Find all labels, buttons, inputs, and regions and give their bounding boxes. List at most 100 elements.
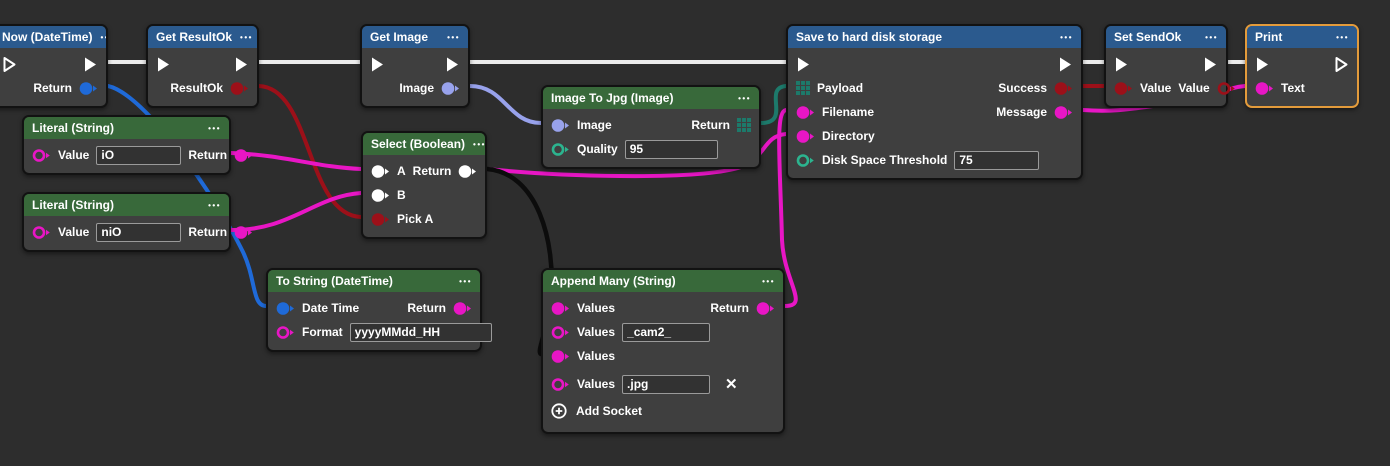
port-image-to-jpg-image-in[interactable] — [551, 118, 570, 133]
node-get-image[interactable]: Get Image••• Image — [360, 24, 470, 108]
node-menu-button[interactable]: ••• — [1205, 32, 1218, 42]
delete-socket-button[interactable]: ✕ — [725, 375, 738, 393]
port-literal-string-2-return-out[interactable] — [234, 225, 253, 240]
port-label: Text — [1281, 81, 1305, 95]
exec-row — [1247, 52, 1357, 76]
port-append-many-string-values-in[interactable] — [551, 301, 570, 316]
node-header: Select (Boolean)••• — [363, 133, 485, 155]
port-now-datetime-return-out[interactable] — [79, 81, 98, 96]
port-to-string-datetime-return-out[interactable] — [453, 301, 472, 316]
node-menu-button[interactable]: ••• — [1336, 32, 1349, 42]
wire-select-return-to-save-directory — [485, 132, 788, 179]
node-menu-button[interactable]: ••• — [762, 276, 775, 286]
exec-in-pin[interactable] — [1255, 55, 1270, 74]
port-select-boolean-a-in[interactable] — [371, 164, 390, 179]
port-append-many-string-values-in[interactable] — [551, 349, 570, 364]
field-quality-input[interactable] — [624, 139, 718, 159]
node-menu-button[interactable]: ••• — [240, 32, 253, 42]
port-literal-string-1-value-in[interactable] — [32, 148, 51, 163]
port-get-image-image-out[interactable] — [441, 81, 460, 96]
node-menu-button[interactable]: ••• — [473, 139, 485, 149]
field-values-4-input[interactable] — [622, 374, 711, 394]
port-label: Image — [577, 118, 612, 132]
node-menu-button[interactable]: ••• — [208, 200, 221, 210]
port-append-many-string-values-in[interactable] — [551, 377, 570, 392]
port-label: Success — [998, 81, 1047, 95]
port-label: Values — [577, 349, 616, 363]
node-print[interactable]: Print ••• Text — [1245, 24, 1359, 108]
node-title: Print — [1255, 30, 1283, 44]
node-header: Set SendOk••• — [1106, 26, 1226, 48]
port-save-to-hard-disk-storage-filename-in[interactable] — [796, 105, 815, 120]
node-header: Get Image••• — [362, 26, 468, 48]
port-save-to-hard-disk-storage-disk-space-threshold-in[interactable] — [796, 153, 815, 168]
exec-in-pin[interactable] — [796, 55, 811, 74]
node-menu-button[interactable]: ••• — [100, 32, 106, 42]
field-value-input[interactable] — [96, 222, 182, 242]
node-menu-button[interactable]: ••• — [1060, 32, 1073, 42]
node-title: Save to hard disk storage — [796, 30, 943, 44]
exec-in-pin[interactable] — [1114, 55, 1129, 74]
port-append-many-string-return-out[interactable] — [756, 301, 775, 316]
exec-out-pin[interactable] — [1058, 55, 1073, 74]
add-socket-button[interactable]: Add Socket — [551, 403, 642, 419]
port-to-string-datetime-format-in[interactable] — [276, 325, 295, 340]
port-select-boolean-return-out[interactable] — [458, 164, 477, 179]
port-label: Return — [33, 81, 72, 95]
port-literal-string-1-return-out[interactable] — [234, 148, 253, 163]
port-label: Return — [691, 118, 730, 132]
node-menu-button[interactable]: ••• — [738, 93, 751, 103]
node-menu-button[interactable]: ••• — [208, 123, 221, 133]
port-print-text-in[interactable] — [1255, 81, 1274, 96]
exec-in-pin[interactable] — [156, 55, 171, 74]
exec-in-pin[interactable] — [370, 55, 385, 74]
port-select-boolean-b-in[interactable] — [371, 188, 390, 203]
exec-out-pin[interactable] — [1203, 55, 1218, 74]
node-menu-button[interactable]: ••• — [447, 32, 460, 42]
port-save-to-hard-disk-storage-success-out[interactable] — [1054, 81, 1073, 96]
node-literal-string-1[interactable]: Literal (String)•••ValueReturn — [22, 115, 253, 175]
exec-out-pin[interactable] — [83, 55, 98, 74]
node-now-datetime[interactable]: Now (DateTime)•••Return — [0, 24, 108, 108]
port-to-string-datetime-date-time-in[interactable] — [276, 301, 295, 316]
exec-out-pin[interactable] — [1334, 55, 1349, 74]
port-set-sendok-value-in[interactable] — [1114, 81, 1133, 96]
node-menu-button[interactable]: ••• — [459, 276, 472, 286]
port-get-resultok-resultok-out[interactable] — [230, 81, 249, 96]
field-values-2-input[interactable] — [622, 322, 711, 342]
port-image-to-jpg-quality-in[interactable] — [551, 142, 570, 157]
port-save-to-hard-disk-storage-directory-in[interactable] — [796, 129, 815, 144]
exec-in-pin[interactable] — [2, 55, 17, 74]
exec-out-pin[interactable] — [234, 55, 249, 74]
port-literal-string-2-value-in[interactable] — [32, 225, 51, 240]
field-disk-space-threshold-input[interactable] — [954, 150, 1040, 170]
exec-out-pin[interactable] — [445, 55, 460, 74]
node-get-resultok[interactable]: Get ResultOk•••ResultOk — [146, 24, 259, 108]
node-row: Pick A — [363, 207, 485, 231]
port-append-many-string-values-in[interactable] — [551, 325, 570, 340]
port-save-to-hard-disk-storage-message-out[interactable] — [1054, 105, 1073, 120]
port-save-to-hard-disk-storage-payload-in[interactable] — [796, 81, 810, 95]
node-title: Image To Jpg (Image) — [551, 91, 674, 105]
field-value-input[interactable] — [96, 145, 182, 165]
node-row: Image Return — [543, 113, 759, 137]
port-label: Return — [412, 164, 452, 178]
port-set-sendok-value-out[interactable] — [1217, 81, 1236, 96]
port-select-boolean-pick-a-in[interactable] — [371, 212, 390, 227]
field-format-input[interactable] — [349, 322, 492, 342]
port-image-to-jpg-return-out[interactable] — [737, 118, 751, 132]
node-row: Image — [362, 76, 468, 100]
node-literal-string-2[interactable]: Literal (String)•••ValueReturn — [22, 192, 253, 252]
node-header: To String (DateTime)••• — [268, 270, 480, 292]
